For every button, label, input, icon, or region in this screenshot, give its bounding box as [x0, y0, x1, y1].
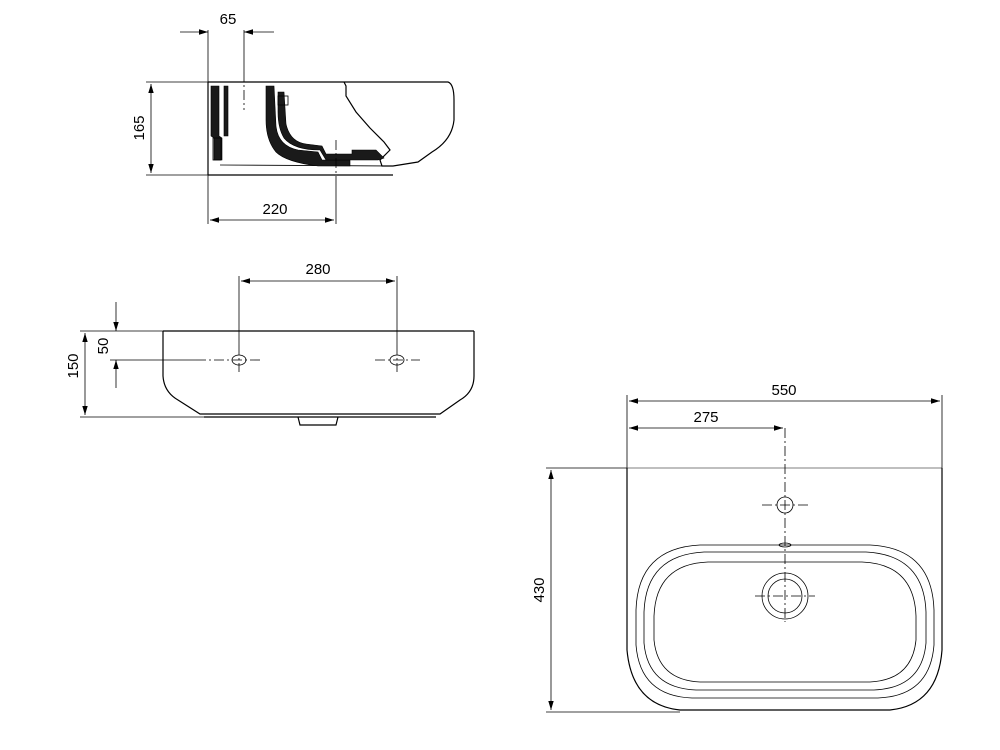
top-basin-outline — [626, 468, 943, 711]
side-section-bowl-inner — [277, 91, 385, 161]
front-waste-outlet — [297, 416, 339, 426]
front-fixing-hole-left — [196, 345, 262, 372]
dim-550-label: 550 — [771, 382, 796, 399]
side-overflow-slot — [277, 95, 289, 106]
dim-220-label: 220 — [262, 201, 287, 218]
side-basin-outline — [208, 81, 455, 167]
side-section-hole-wall — [223, 85, 229, 137]
dim-430-label: 430 — [531, 577, 548, 602]
dim-280-label: 280 — [305, 261, 330, 278]
dim-165-label: 165 — [131, 115, 148, 140]
dim-50-label: 50 — [95, 338, 112, 355]
front-view: 280 150 50 — [65, 261, 475, 426]
top-view: 550 275 430 — [531, 382, 943, 713]
front-basin-outline — [162, 331, 475, 415]
side-section-bowl — [265, 85, 351, 167]
dim-150-label: 150 — [65, 353, 82, 378]
side-section-view: 65 165 220 — [131, 11, 455, 224]
top-bowl-rim-outer — [635, 544, 935, 699]
side-fixing-block — [212, 137, 222, 161]
front-fixing-hole-right — [375, 345, 420, 372]
dim-275-label: 275 — [693, 409, 718, 426]
top-bowl-rim-middle — [643, 551, 927, 691]
side-inner-bottom — [219, 164, 394, 167]
dim-65-label: 65 — [220, 11, 237, 28]
side-section-back — [210, 85, 223, 161]
top-bowl-rim-inner — [653, 561, 917, 683]
